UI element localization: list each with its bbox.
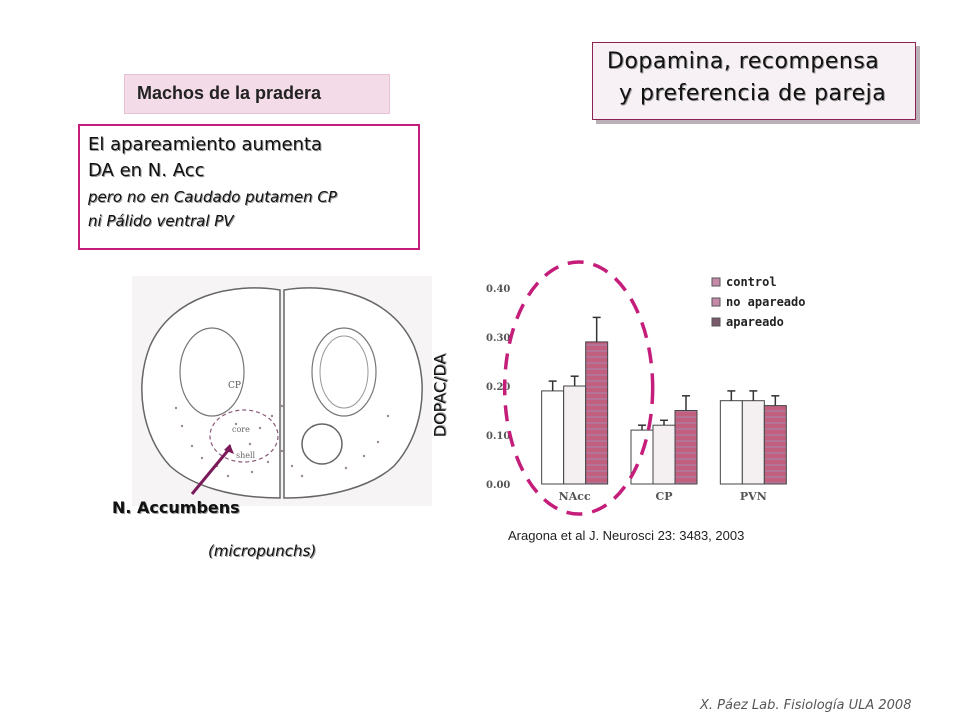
bar	[719, 400, 743, 485]
accumbens-label: N. Accumbens	[112, 498, 240, 517]
legend-swatch	[711, 277, 721, 287]
title-line-2: y preferencia de pareja	[619, 81, 887, 106]
category-label: NAcc	[559, 490, 591, 503]
bar	[674, 410, 698, 485]
claim-box: El apareamiento aumenta DA en N. Acc per…	[78, 124, 420, 250]
brain-section-illustration: CP core shell	[132, 276, 432, 506]
bar	[563, 385, 587, 485]
brain-label-shell: shell	[236, 451, 256, 460]
title-line-1: Dopamina, recompensa	[607, 49, 880, 74]
bar	[652, 424, 676, 485]
brain-label-core: core	[232, 425, 250, 434]
y-tick-label: 0.00	[486, 480, 510, 491]
legend-label: apareado	[726, 315, 784, 329]
pointer-arrow	[190, 447, 232, 495]
arrow-head-icon	[224, 444, 234, 454]
bar	[763, 405, 787, 485]
y-tick-label: 0.10	[486, 431, 510, 442]
y-tick-label: 0.30	[486, 333, 510, 344]
legend-swatch	[711, 317, 721, 327]
micropunchs-label: (micropunchs)	[208, 542, 317, 560]
subject-box: Machos de la pradera	[124, 74, 390, 114]
category-label: CP	[655, 490, 672, 503]
claim-line-2: DA en N. Acc	[88, 160, 205, 181]
claim-line-4: ni Pálido ventral PV	[88, 212, 234, 230]
subject-label: Machos de la pradera	[137, 83, 322, 103]
bar	[541, 390, 565, 485]
bar	[741, 400, 765, 485]
legend-label: control	[726, 275, 777, 289]
legend-swatch	[711, 297, 721, 307]
highlight-ellipse	[502, 260, 655, 516]
claim-line-1: El apareamiento aumenta	[88, 134, 323, 155]
category-label: PVN	[740, 490, 767, 503]
bar	[630, 429, 654, 485]
brain-label-cp: CP	[228, 381, 241, 391]
footer-credit: X. Páez Lab. Fisiología ULA 2008	[700, 698, 912, 713]
y-axis-label: DOPAC/DA	[430, 353, 450, 438]
y-tick-label: 0.40	[486, 284, 510, 295]
bar	[585, 341, 609, 485]
y-tick-label: 0.20	[486, 382, 510, 393]
citation: Aragona et al J. Neurosci 23: 3483, 2003	[508, 528, 745, 543]
claim-line-3: pero no en Caudado putamen CP	[88, 188, 337, 206]
title-box: Dopamina, recompensa y preferencia de pa…	[592, 42, 916, 120]
legend-label: no apareado	[726, 295, 805, 309]
